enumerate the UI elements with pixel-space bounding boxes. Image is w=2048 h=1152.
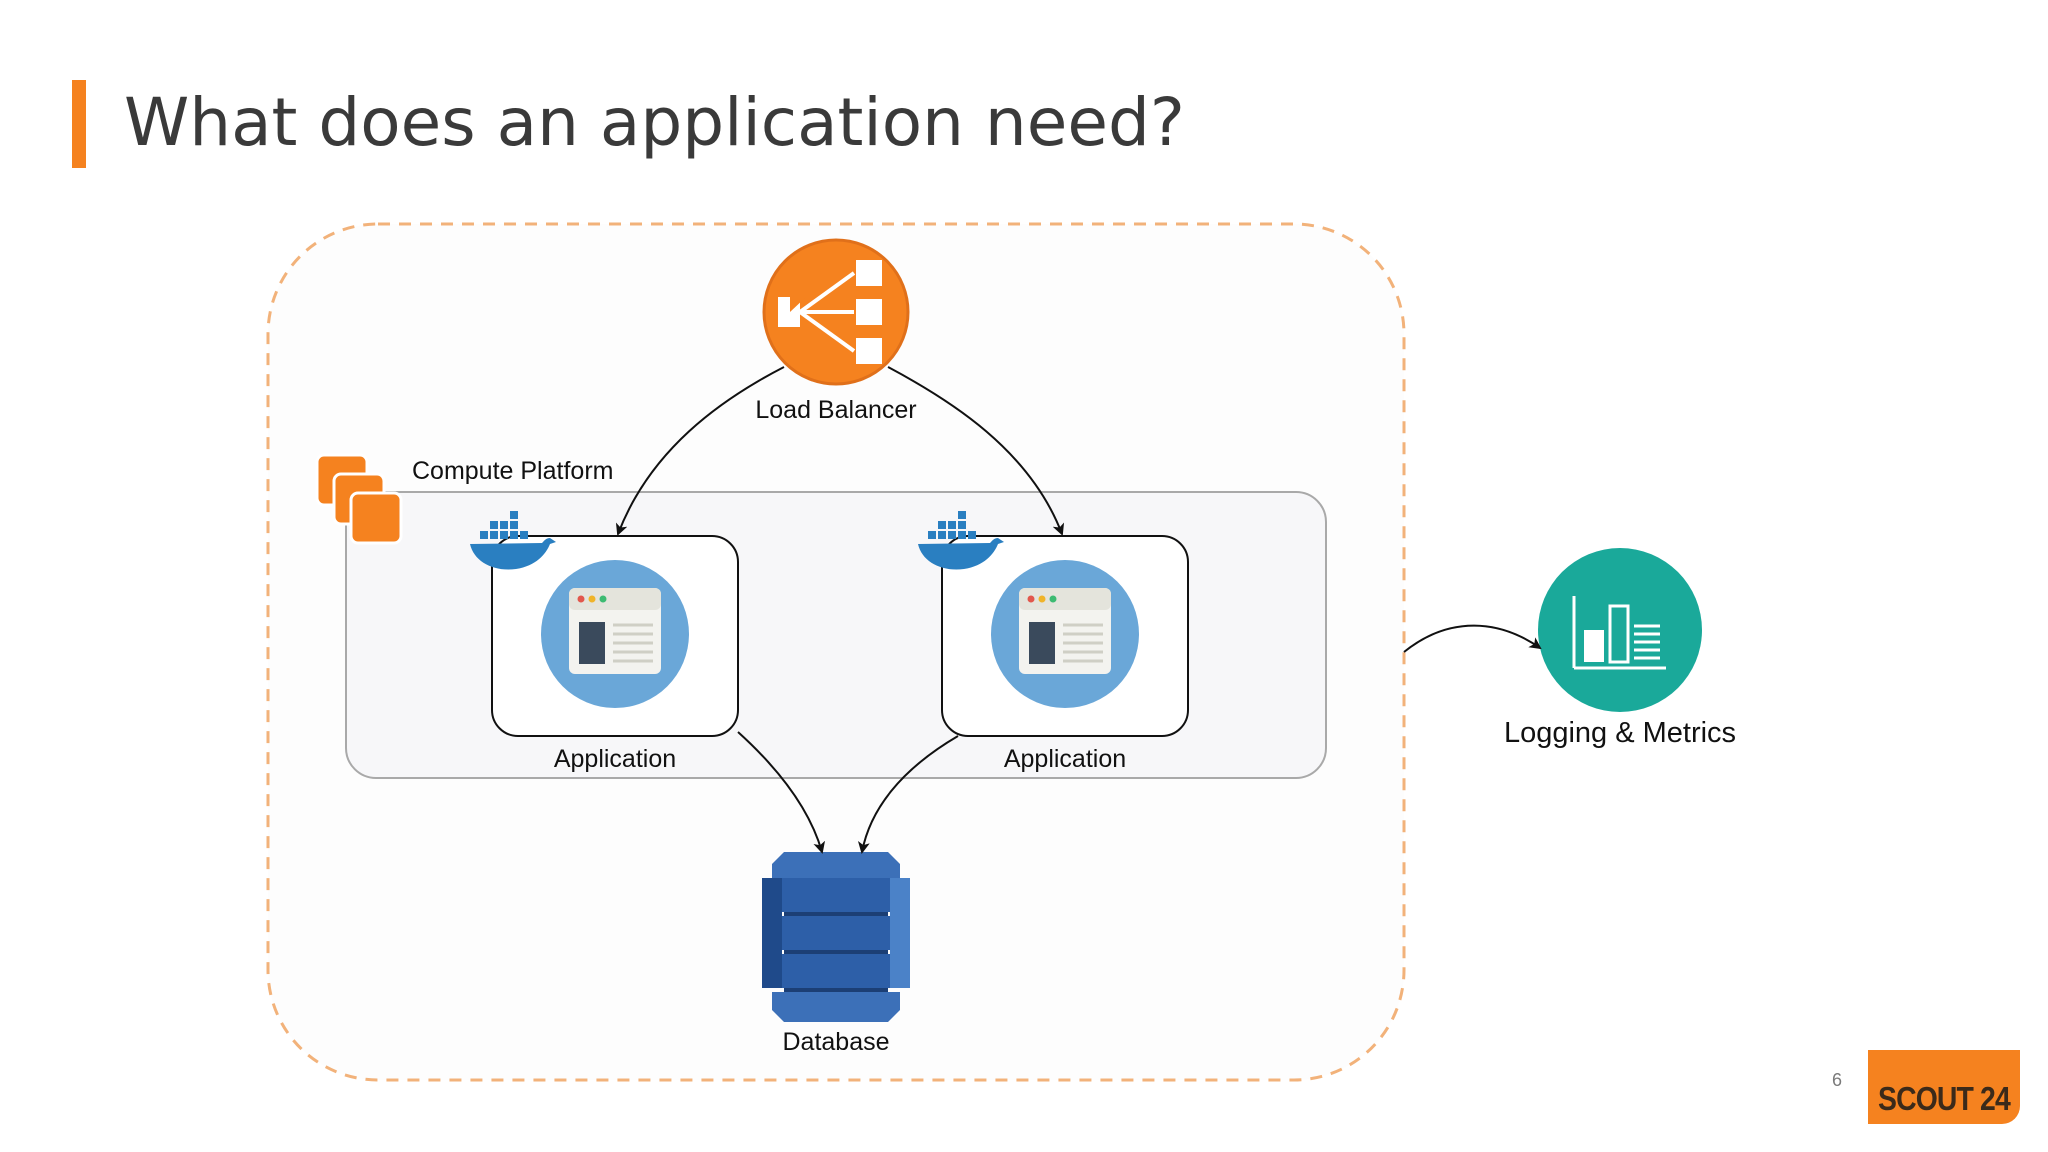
- application-label-1: Application: [554, 745, 676, 773]
- slide-title: What does an application need?: [124, 84, 1185, 161]
- application-label-2: Application: [1004, 745, 1126, 773]
- page-number: 6: [1832, 1070, 1843, 1090]
- browser-window-icon: [541, 560, 689, 708]
- logging-label: Logging & Metrics: [1504, 717, 1736, 749]
- load-balancer-label: Load Balancer: [755, 396, 916, 424]
- docker-whale-icon: [470, 511, 556, 570]
- connector-to-logging: [1403, 624, 1542, 653]
- brand-text: SCOUT 24: [1878, 1080, 2011, 1117]
- load-balancer-icon: [762, 238, 910, 386]
- database-label: Database: [782, 1028, 889, 1056]
- aws-instances-icon: [315, 453, 403, 545]
- browser-window-icon: [991, 560, 1139, 708]
- connector-app-2-to-db: [857, 735, 959, 854]
- docker-whale-icon: [918, 511, 1004, 570]
- connector-app-1-to-db: [737, 731, 826, 854]
- connector-lb-to-app-2: [887, 366, 1065, 536]
- bar-chart-icon: [1538, 548, 1702, 712]
- title-accent-bar: [72, 80, 86, 168]
- dynamodb-icon: [762, 852, 910, 1022]
- compute-platform-label: Compute Platform: [412, 457, 613, 485]
- connector-lb-to-app-1: [615, 366, 785, 536]
- scout24-logo: SCOUT 24: [1868, 1050, 2020, 1124]
